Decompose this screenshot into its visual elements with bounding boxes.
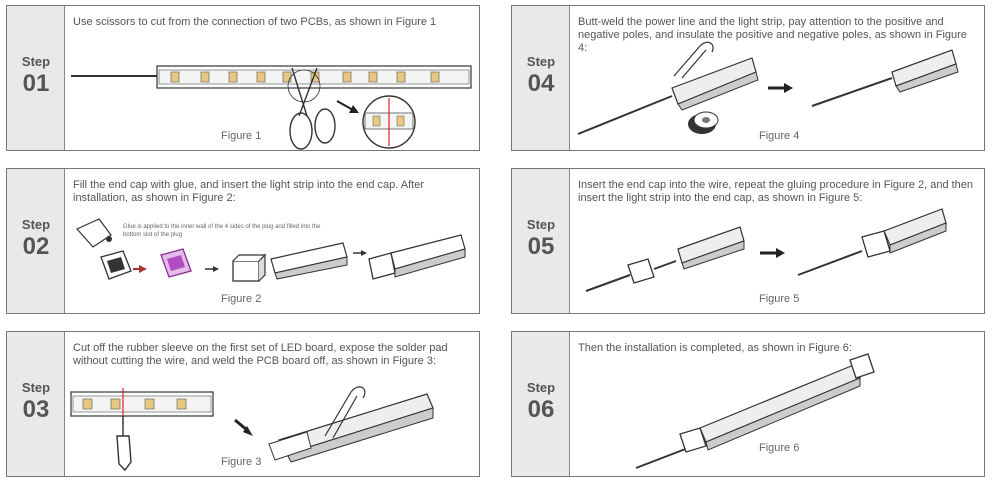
scissors-icon (287, 67, 336, 150)
step-badge: Step 05 (512, 169, 570, 313)
step-label: Step (21, 54, 51, 69)
step-instruction: Use scissors to cut from the connection … (73, 16, 437, 28)
step-instruction: Fill the end cap with glue, and insert t… (73, 179, 424, 204)
step-badge: Step 06 (512, 332, 570, 476)
step-number: 03 (22, 396, 50, 423)
step-badge: Step 03 (7, 332, 65, 476)
soldering-iron-icon (324, 386, 366, 439)
knife-icon (116, 416, 132, 472)
step-badge: Step 04 (512, 6, 570, 150)
step-label: Step (526, 380, 556, 395)
step-card-06: Step 06 Then the installation is complet… (511, 331, 985, 477)
figure-3-illustration (70, 386, 434, 472)
step-number: 04 (527, 70, 555, 97)
step-badge: Step 02 (7, 169, 65, 313)
step-instruction: Insert the end cap into the wire, repeat… (578, 179, 974, 204)
glue-note: Glue is applied to the inner wall of the… (123, 224, 321, 238)
glued-end-cap-icon (160, 248, 192, 278)
figure-2-illustration (76, 218, 466, 282)
figure-caption: Figure 2 (221, 293, 262, 305)
zoom-detail-icon (362, 95, 416, 149)
figure-4-illustration (577, 41, 959, 135)
step-label: Step (526, 217, 556, 232)
step-label: Step (526, 54, 556, 69)
figure-5-illustration (585, 208, 947, 292)
step-card-01: Step 01 Use scissors to cut from the con… (6, 5, 480, 151)
figure-caption: Figure 3 (221, 456, 262, 468)
step-card-04: Step 04 Butt-weld the power line and the… (511, 5, 985, 151)
step-label: Step (21, 380, 51, 395)
step-instruction: Butt-weld the power line and the light s… (578, 16, 967, 54)
step-instruction: Then the installation is completed, as s… (578, 342, 852, 354)
step-label: Step (21, 217, 51, 232)
figure-caption: Figure 4 (759, 130, 800, 142)
soldering-iron-icon (673, 41, 714, 79)
step-number: 05 (527, 233, 555, 260)
step-number: 02 (22, 233, 50, 260)
step-card-03: Step 03 Cut off the rubber sleeve on the… (6, 331, 480, 477)
figure-caption: Figure 6 (759, 442, 800, 454)
figure-1-illustration (71, 65, 472, 150)
figure-caption: Figure 5 (759, 293, 800, 305)
step-badge: Step 01 (7, 6, 65, 150)
step-number: 01 (22, 70, 50, 97)
step-number: 06 (527, 396, 555, 423)
figure-caption: Figure 1 (221, 130, 262, 142)
solder-reel-icon (688, 111, 719, 134)
step-card-02: Step 02 Fill the end cap with glue, and … (6, 168, 480, 314)
figure-6-illustration (635, 353, 875, 469)
step-card-05: Step 05 Insert the end cap into the wire… (511, 168, 985, 314)
glue-tube-icon (76, 218, 112, 248)
end-cap-icon (100, 250, 132, 280)
step-instruction: Cut off the rubber sleeve on the first s… (73, 342, 448, 367)
